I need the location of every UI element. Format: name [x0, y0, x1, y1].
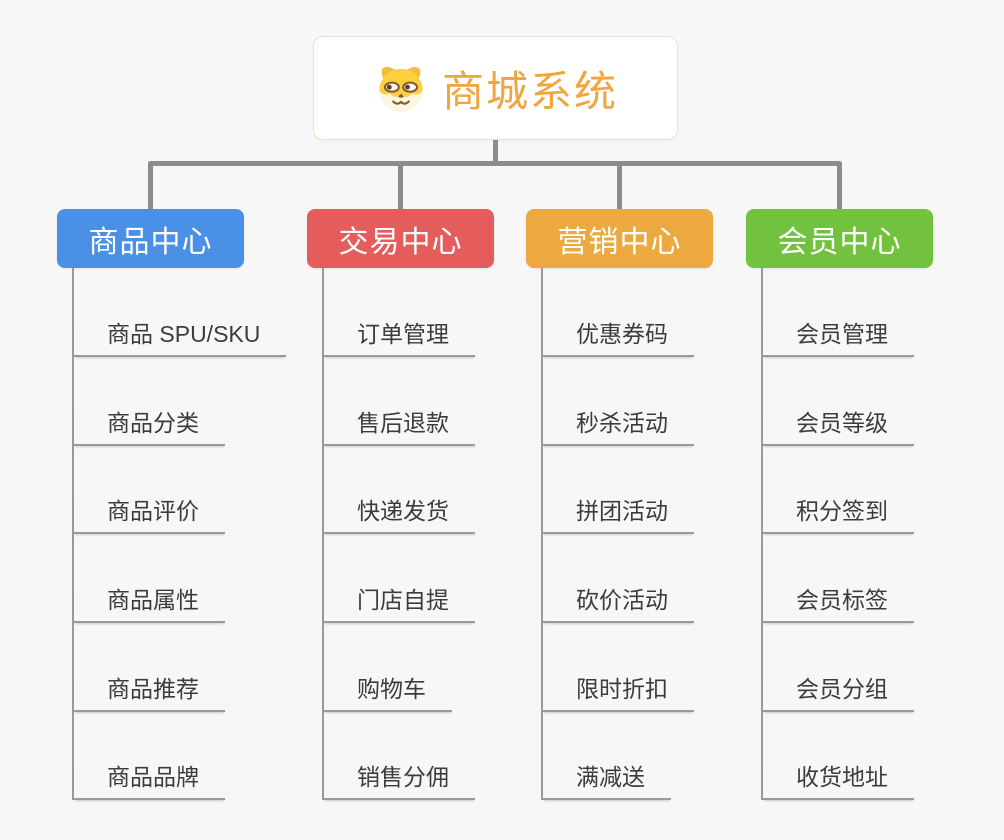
leaf-topic[interactable]: 商品分类 [74, 408, 225, 446]
leaf-topic[interactable]: 销售分佣 [324, 762, 475, 800]
leaf-topic[interactable]: 门店自提 [324, 585, 475, 623]
connector-drop-product-center [148, 163, 153, 210]
connector-drop-member-center [837, 163, 842, 210]
leaf-topic[interactable]: 优惠券码 [543, 319, 694, 357]
leaf-column-marketing-center: 优惠券码 秒杀活动 拼团活动 砍价活动 限时折扣 满减送 [541, 268, 811, 800]
root-topic[interactable]: 商城系统 [313, 36, 678, 140]
leaf-topic[interactable]: 订单管理 [324, 319, 475, 357]
leaf-topic[interactable]: 满减送 [543, 762, 671, 800]
branch-topic-trade-center[interactable]: 交易中心 [307, 209, 494, 268]
leaf-topic[interactable]: 售后退款 [324, 408, 475, 446]
leaf-topic[interactable]: 商品属性 [74, 585, 225, 623]
leaf-topic[interactable]: 会员分组 [763, 674, 914, 712]
leaf-topic[interactable]: 积分签到 [763, 496, 914, 534]
leaf-column-member-center: 会员管理 会员等级 积分签到 会员标签 会员分组 收货地址 [761, 268, 1004, 800]
connector-drop-marketing-center [617, 163, 622, 210]
branch-topic-member-center[interactable]: 会员中心 [746, 209, 933, 268]
connector-root-stem [493, 140, 498, 163]
connector-drop-trade-center [398, 163, 403, 210]
leaf-column-product-center: 商品 SPU/SKU 商品分类 商品评价 商品属性 商品推荐 商品品牌 [72, 268, 342, 800]
leaf-topic[interactable]: 秒杀活动 [543, 408, 694, 446]
leaf-topic[interactable]: 拼团活动 [543, 496, 694, 534]
leaf-topic[interactable]: 购物车 [324, 674, 452, 712]
branch-label: 会员中心 [777, 225, 902, 259]
leaf-topic[interactable]: 商品品牌 [74, 762, 225, 800]
branch-label: 商品中心 [88, 225, 213, 259]
leaf-topic[interactable]: 商品 SPU/SKU [74, 319, 287, 357]
leaf-topic[interactable]: 限时折扣 [543, 674, 694, 712]
leaf-topic[interactable]: 收货地址 [763, 762, 914, 800]
leaf-topic[interactable]: 快递发货 [324, 496, 475, 534]
leaf-topic[interactable]: 会员标签 [763, 585, 914, 623]
branch-label: 交易中心 [338, 225, 463, 259]
leaf-topic[interactable]: 商品推荐 [74, 674, 225, 712]
connector-horizontal-bus [148, 161, 842, 166]
leaf-topic[interactable]: 商品评价 [74, 496, 225, 534]
shiba-dog-icon [379, 67, 423, 113]
branch-label: 营销中心 [557, 225, 682, 259]
root-topic-label: 商城系统 [441, 67, 618, 115]
leaf-column-trade-center: 订单管理 售后退款 快递发货 门店自提 购物车 销售分佣 [322, 268, 592, 800]
branch-topic-product-center[interactable]: 商品中心 [57, 209, 244, 268]
leaf-topic[interactable]: 砍价活动 [543, 585, 694, 623]
branch-topic-marketing-center[interactable]: 营销中心 [526, 209, 713, 268]
leaf-topic[interactable]: 会员管理 [763, 319, 914, 357]
leaf-topic[interactable]: 会员等级 [763, 408, 914, 446]
